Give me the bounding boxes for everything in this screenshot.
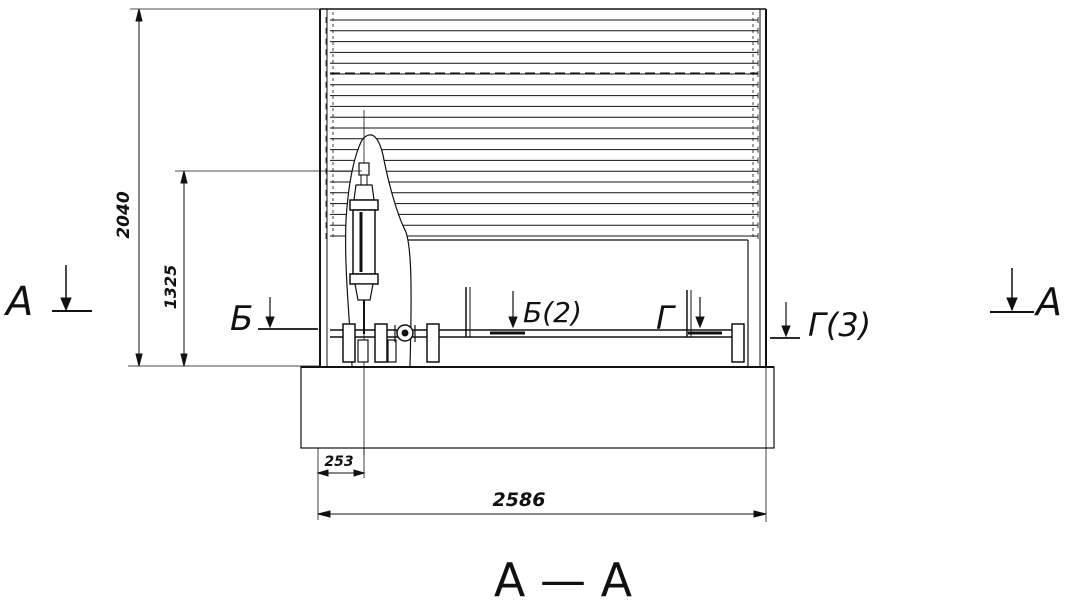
- section-g3-label: Г(3): [808, 306, 871, 344]
- section-a-right-label: А: [1033, 280, 1062, 324]
- dim-2586-label: 2586: [493, 489, 546, 511]
- dim-2040-label: 2040: [114, 191, 134, 238]
- section-b-label: Б: [230, 299, 253, 339]
- right-side-frame: [405, 239, 749, 366]
- actuator-cylinder: [349, 110, 379, 455]
- base-foundation: [300, 366, 775, 449]
- section-g-label: Г: [656, 299, 676, 337]
- section-marks: [52, 265, 1034, 339]
- dim-253-label: 253: [324, 454, 353, 470]
- section-b2-label: Б(2): [523, 296, 582, 329]
- dimension-lines: [128, 8, 767, 522]
- drive-shaft: [330, 287, 745, 363]
- section-a-left-label: А: [3, 279, 33, 325]
- drawing-title: А — А: [494, 553, 633, 607]
- louver-housing: [319, 8, 767, 366]
- louver-slats: [325, 17, 759, 239]
- dim-1325-label: 1325: [161, 265, 180, 310]
